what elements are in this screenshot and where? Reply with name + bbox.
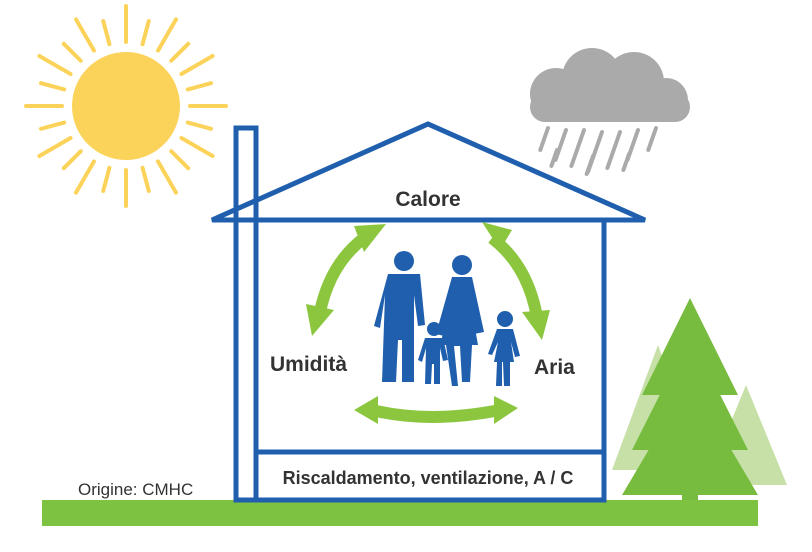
- arrow-top-left: [314, 233, 368, 314]
- house-roof: [210, 121, 647, 223]
- sun-ray: [38, 81, 67, 92]
- rain-drop: [646, 126, 658, 152]
- arrowhead: [354, 224, 386, 252]
- rain-drop: [584, 154, 595, 176]
- chimney: [233, 125, 259, 503]
- label-humidity: Umidità: [270, 353, 347, 376]
- sun-ray: [156, 17, 178, 53]
- arrowhead: [522, 310, 550, 340]
- label-heat: Calore: [395, 188, 460, 211]
- sun-ray: [37, 136, 73, 158]
- rain-drop: [621, 152, 631, 172]
- ground: [42, 500, 758, 526]
- sun-ray: [179, 54, 215, 76]
- sun-ray: [101, 165, 112, 194]
- rain-drop: [605, 130, 622, 170]
- house-walls: [233, 220, 607, 503]
- family-icon: [374, 251, 520, 386]
- sun-ray: [185, 81, 214, 92]
- rain-drop: [569, 128, 586, 168]
- sun-ray: [179, 136, 215, 158]
- arrowhead: [494, 396, 518, 424]
- arrowhead: [482, 222, 512, 250]
- sun-ray: [61, 41, 83, 63]
- label-air: Aria: [534, 356, 575, 379]
- pine-tree-icon: [612, 298, 787, 500]
- sun-ray: [185, 120, 214, 131]
- rain-drop: [538, 126, 550, 152]
- sun-ray: [38, 120, 67, 131]
- arrowhead: [354, 396, 378, 424]
- sun-ray: [169, 41, 191, 63]
- sun-ray: [101, 18, 112, 47]
- arrow-bottom: [370, 404, 502, 423]
- arrowhead: [306, 304, 334, 336]
- sun-ray: [140, 165, 151, 194]
- sun-ray: [74, 159, 96, 195]
- rain-cloud-icon: [530, 48, 690, 176]
- arrow-top-right: [488, 233, 542, 314]
- sun-ray: [74, 17, 96, 53]
- label-hvac: Riscaldamento, ventilazione, A / C: [283, 468, 574, 488]
- rain-drop: [549, 148, 559, 168]
- sun-icon: [24, 4, 228, 208]
- sun-ray: [37, 54, 73, 76]
- sun-ray: [61, 149, 83, 171]
- sun-ray: [156, 159, 178, 195]
- sun-ray: [140, 18, 151, 47]
- sun-ray: [169, 149, 191, 171]
- source-credit: Origine: CMHC: [78, 480, 193, 499]
- house: [210, 121, 647, 503]
